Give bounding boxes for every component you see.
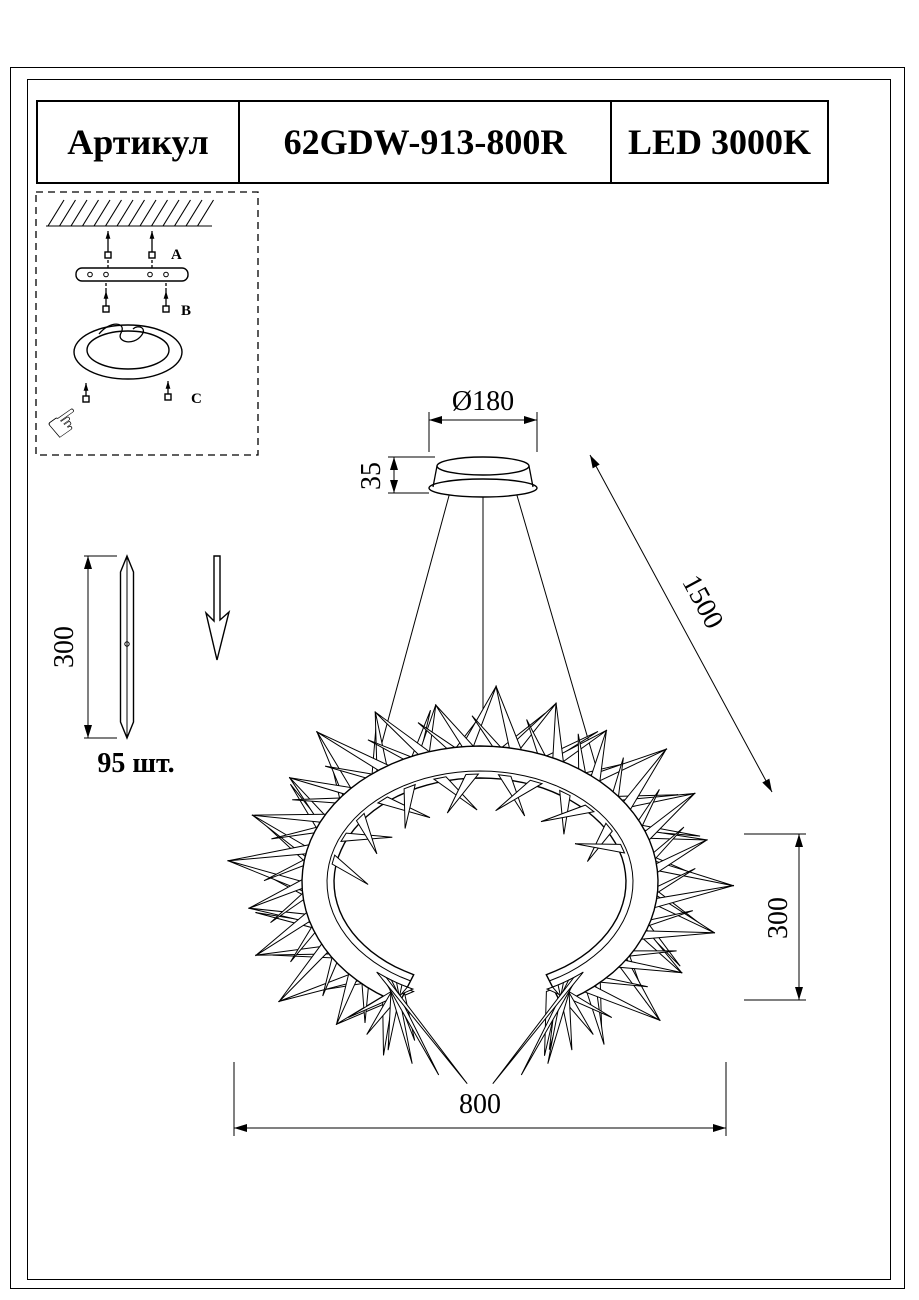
dim-ring-diameter-group: 800 — [233, 1062, 727, 1136]
mounting-ring — [73, 323, 183, 380]
crystal-count: 95 шт. — [97, 748, 174, 779]
wire-left — [373, 491, 451, 773]
install-screw-arrows — [83, 231, 171, 391]
dim-canopy-diameter: Ø180 — [452, 386, 514, 417]
canopy — [428, 456, 538, 498]
wire-right — [515, 491, 601, 781]
dimension-arrows — [84, 416, 803, 1132]
spec-article-label: Артикул — [67, 122, 209, 162]
ceiling-hatch — [47, 199, 214, 227]
step-b-label: B — [181, 303, 191, 319]
dim-suspension-length-group: 1500 — [589, 454, 773, 793]
crystal-ring — [227, 685, 735, 1085]
install-diagram: A B — [35, 191, 259, 456]
dim-ring-height: 300 — [763, 897, 794, 939]
ring-spikes-ends — [347, 971, 613, 1085]
ring-screws — [82, 381, 172, 403]
dim-canopy-height: 35 — [356, 462, 387, 490]
dim-canopy-height-group: 35 — [356, 456, 435, 494]
canopy-rim — [428, 478, 538, 498]
crystal-length-dim: 300 — [49, 626, 80, 668]
dim-canopy-diameter-group: Ø180 — [428, 386, 538, 452]
suspension-wires — [373, 491, 601, 781]
down-arrow-icon — [204, 555, 231, 661]
dim-ring-diameter: 800 — [459, 1089, 501, 1120]
mounting-plate — [75, 267, 189, 282]
step-c-label: C — [191, 391, 202, 407]
spec-table: Артикул 62GDW-913-800R LED 3000K — [36, 100, 829, 184]
inner-frame — [27, 79, 891, 1280]
canopy-top — [436, 456, 530, 476]
ring-band-inner-line — [326, 770, 634, 982]
dim-ring-height-group: 300 — [744, 833, 806, 1001]
chandelier-view: Ø180 35 1500 300 8 — [227, 386, 806, 1136]
install-box — [35, 191, 259, 456]
step-a-label: A — [171, 247, 182, 263]
plate-screws — [102, 283, 170, 313]
crystal-detail: 300 95 шт. — [49, 554, 175, 779]
ring-spikes-inner — [331, 773, 626, 885]
spec-article-number: 62GDW-913-800R — [238, 102, 610, 182]
anchor-bolts — [104, 231, 156, 268]
cable-squiggle — [98, 323, 145, 343]
dim-suspension-length: 1500 — [676, 570, 730, 634]
spec-led-temp: LED 3000K — [610, 102, 827, 182]
crystal-dim-300: 300 — [49, 555, 117, 739]
outer-frame — [10, 67, 905, 1289]
